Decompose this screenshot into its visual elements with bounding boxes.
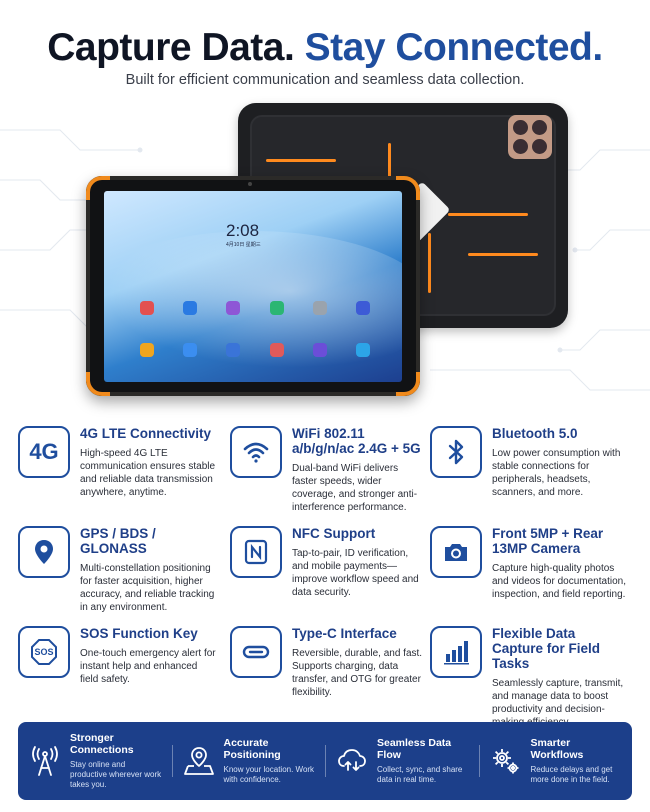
usb-c-icon <box>230 626 282 678</box>
app-icon <box>312 343 327 357</box>
bar-chart-icon <box>430 626 482 678</box>
app-icon <box>269 343 284 357</box>
feature-data-capture: Flexible Data Capture for Field Tasks Se… <box>430 626 630 729</box>
antenna-tower-icon <box>28 744 62 778</box>
benefit-title: Seamless Data Flow <box>377 737 452 761</box>
benefit-seamless-data-flow: Seamless Data Flow Collect, sync, and sh… <box>325 737 479 785</box>
feature-desc: Tap-to-pair, ID verification, and mobile… <box>292 548 419 598</box>
feature-desc: Capture high-quality photos and videos f… <box>492 563 626 600</box>
app-icon <box>355 301 370 315</box>
app-icon <box>269 301 284 315</box>
app-icon <box>355 343 370 357</box>
feature-title: Type-C Interface <box>292 626 397 641</box>
screen-date: 4月10日 星期三 <box>226 242 261 248</box>
app-icon <box>183 343 198 357</box>
feature-title: GPS / BDS / GLONASS <box>80 526 156 556</box>
app-icon <box>183 301 198 315</box>
rear-camera-module <box>508 115 552 159</box>
app-icon <box>140 343 154 357</box>
feature-title: Bluetooth 5.0 <box>492 426 578 441</box>
feature-title: Front 5MP + Rear 13MP Camera <box>492 526 604 556</box>
benefit-desc: Collect, sync, and share data in real ti… <box>377 765 463 784</box>
wifi-icon <box>230 426 282 478</box>
feature-title: SOS Function Key <box>80 626 198 641</box>
benefit-desc: Reduce delays and get more done in the f… <box>530 765 613 784</box>
benefit-title: Accurate Positioning <box>223 737 281 761</box>
feature-desc: Reversible, durable, and fast. Supports … <box>292 648 423 698</box>
feature-desc: Dual-band WiFi delivers faster speeds, w… <box>292 463 418 513</box>
feature-bluetooth: Bluetooth 5.0 Low power consumption with… <box>430 426 630 499</box>
benefit-accurate-positioning: Accurate Positioning Know your location.… <box>171 737 326 785</box>
camera-icon <box>430 526 482 578</box>
feature-gps: GPS / BDS / GLONASS Multi-constellation … <box>18 526 218 614</box>
bluetooth-icon <box>430 426 482 478</box>
title-part-1: Capture Data. <box>47 26 295 69</box>
feature-desc: Multi-constellation positioning for fast… <box>80 563 215 613</box>
benefits-band: Stronger Connections Stay online and pro… <box>18 722 632 800</box>
feature-nfc: NFC Support Tap-to-pair, ID verification… <box>230 526 425 599</box>
feature-desc: One-touch emergency alert for instant he… <box>80 648 216 685</box>
page-title: Capture Data. Stay Connected. <box>0 26 650 70</box>
feature-desc: High-speed 4G LTE communication ensures … <box>80 448 216 498</box>
benefit-stronger-connections: Stronger Connections Stay online and pro… <box>18 732 172 790</box>
feature-title: Flexible Data Capture for Field Tasks <box>492 626 601 671</box>
tablet-screen: 2:08 4月10日 星期三 <box>104 191 402 382</box>
benefit-title: Smarter Workflows <box>530 737 584 761</box>
feature-sos: SOS SOS Function Key One-touch emergency… <box>18 626 218 686</box>
app-icon <box>312 301 327 315</box>
benefit-title: Stronger Connections <box>70 732 134 756</box>
page-subtitle: Built for efficient communication and se… <box>125 72 525 88</box>
benefit-desc: Know your location. Work with confidence… <box>223 765 315 784</box>
location-pin-icon <box>18 526 70 578</box>
nfc-icon <box>230 526 282 578</box>
feature-type-c: Type-C Interface Reversible, durable, an… <box>230 626 425 699</box>
feature-title: WiFi 802.11 a/b/g/n/ac 2.4G + 5G <box>292 426 421 456</box>
benefit-smarter-workflows: Smarter Workflows Reduce delays and get … <box>478 737 633 785</box>
map-pin-icon <box>182 744 216 778</box>
cloud-sync-icon <box>335 744 369 778</box>
feature-desc: Low power consumption with stable connec… <box>492 448 621 498</box>
app-row-1 <box>140 301 370 315</box>
app-icon <box>226 301 241 315</box>
app-row-2 <box>140 343 370 357</box>
feature-wifi: WiFi 802.11 a/b/g/n/ac 2.4G + 5G Dual-ba… <box>230 426 425 514</box>
gears-icon <box>489 744 523 778</box>
sos-icon: SOS <box>18 626 70 678</box>
feature-4g-lte: 4G 4G LTE Connectivity High-speed 4G LTE… <box>18 426 218 499</box>
tablet-front-image: 2:08 4月10日 星期三 <box>86 176 420 396</box>
title-part-2: Stay Connected. <box>304 26 604 69</box>
feature-title: 4G LTE Connectivity <box>80 426 212 441</box>
feature-camera: Front 5MP + Rear 13MP Camera Capture hig… <box>430 526 630 601</box>
app-icon <box>140 301 154 315</box>
benefit-desc: Stay online and productive wherever work… <box>70 760 162 789</box>
4g-icon: 4G <box>18 426 70 478</box>
app-icon <box>226 343 241 357</box>
screen-clock: 2:08 <box>226 221 260 240</box>
front-camera-dot <box>248 182 252 186</box>
feature-title: NFC Support <box>292 526 376 541</box>
